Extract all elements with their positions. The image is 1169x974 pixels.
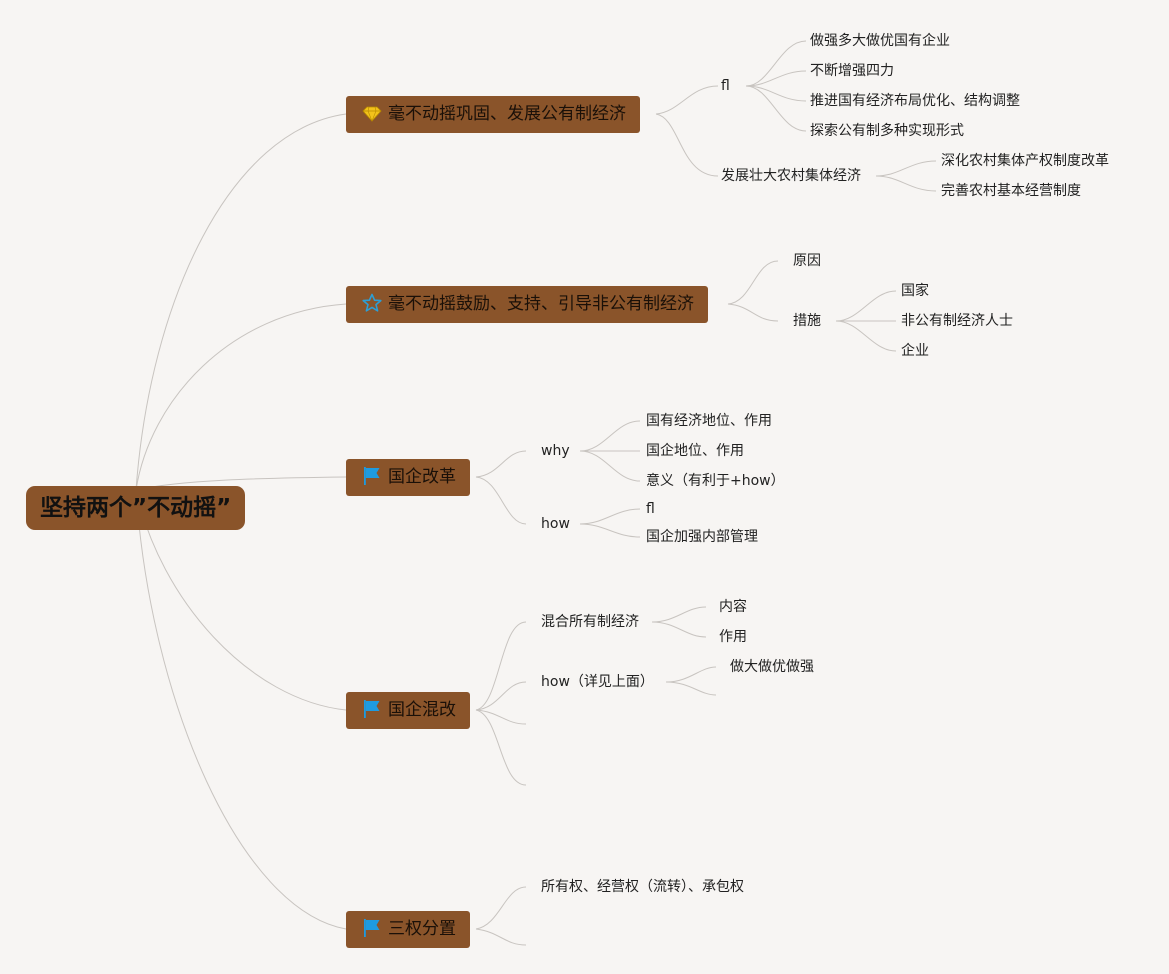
link-root-b3 (135, 489, 347, 711)
topic-nonpublic-people[interactable]: 非公有制经济人士 (901, 313, 1013, 329)
star-icon (362, 293, 382, 313)
link-fl-3 (745, 85, 807, 102)
link-rural-1 (875, 160, 937, 177)
link-b2-why (475, 450, 527, 478)
link-fl-1 (745, 40, 807, 87)
topic-how-see-above[interactable]: how（详见上面） (541, 674, 654, 690)
topic-rural-collective[interactable]: 发展壮大农村集体经济 (721, 168, 861, 184)
topic-three-rights[interactable]: 所有权、经营权（流转）、承包权 (541, 879, 744, 895)
link-b3-mixed (475, 621, 527, 711)
topic-significance[interactable]: 意义（有利于+how） (646, 473, 785, 489)
link-b1-reason (727, 260, 779, 305)
topic-reason[interactable]: 原因 (793, 253, 821, 269)
link-root-b4 (135, 489, 347, 930)
topic-state-enterprise[interactable]: 做强多大做优国有企业 (810, 33, 950, 49)
link-why-3 (579, 450, 641, 482)
branch-label: 毫不动摇巩固、发展公有制经济 (388, 104, 626, 124)
topic-rural-management[interactable]: 完善农村基本经营制度 (941, 183, 1081, 199)
link-root-b0 (135, 113, 347, 491)
link-b0-rural (655, 113, 719, 177)
link-how-1 (579, 508, 641, 525)
branch-public-economy[interactable]: 毫不动摇巩固、发展公有制经济 (346, 96, 640, 133)
topic-bigger-better-stronger[interactable]: 做大做优做强 (730, 659, 814, 675)
link-why-1 (579, 420, 641, 452)
branch-soe-reform[interactable]: 国企改革 (346, 459, 470, 496)
topic-measures[interactable]: 措施 (793, 313, 821, 329)
topic-internal-management[interactable]: 国企加强内部管理 (646, 529, 758, 545)
link-b3-empty1 (475, 709, 527, 725)
topic-content[interactable]: 内容 (719, 599, 747, 615)
branch-three-rights-separation[interactable]: 三权分置 (346, 911, 470, 948)
topic-four-powers[interactable]: 不断增强四力 (810, 63, 894, 79)
link-rural-2 (875, 175, 937, 192)
link-fl-2 (745, 70, 807, 87)
root-node[interactable]: 坚持两个”不动摇” (26, 486, 246, 530)
flag-icon (362, 466, 382, 486)
topic-mixed-ownership[interactable]: 混合所有制经济 (541, 614, 639, 630)
topic-function[interactable]: 作用 (719, 629, 747, 645)
branch-label: 毫不动摇鼓励、支持、引导非公有制经济 (388, 294, 694, 314)
flag-icon (362, 699, 382, 719)
branch-mixed-ownership-reform[interactable]: 国企混改 (346, 692, 470, 729)
link-measure-3 (835, 320, 897, 352)
topic-fl[interactable]: fl (721, 78, 730, 94)
topic-how-fl[interactable]: fl (646, 501, 655, 517)
branch-label: 三权分置 (388, 919, 456, 939)
link-b3-empty2 (475, 709, 527, 786)
diamond-icon (362, 103, 382, 123)
topic-public-forms[interactable]: 探索公有制多种实现形式 (810, 123, 964, 139)
link-b0-fl (655, 85, 719, 115)
link-how3-1 (665, 666, 717, 683)
topic-how[interactable]: how (541, 516, 570, 532)
flag-icon (362, 918, 382, 938)
link-how3-2 (665, 681, 717, 696)
link-how-2 (579, 523, 641, 538)
topic-state[interactable]: 国家 (901, 283, 929, 299)
topic-why[interactable]: why (541, 443, 570, 459)
link-b1-measure (727, 303, 779, 322)
link-root-b1 (135, 303, 347, 491)
link-measure-1 (835, 290, 897, 322)
link-b3-how (475, 681, 527, 711)
topic-property-reform[interactable]: 深化农村集体产权制度改革 (941, 153, 1109, 169)
link-mixed-1 (651, 606, 707, 623)
topic-soe-role[interactable]: 国企地位、作用 (646, 443, 744, 459)
link-b4-empty (475, 928, 527, 946)
topic-enterprise[interactable]: 企业 (901, 343, 929, 359)
link-b4-rights (475, 886, 527, 930)
topic-layout-optimization[interactable]: 推进国有经济布局优化、结构调整 (810, 93, 1020, 109)
branch-label: 国企改革 (388, 467, 456, 487)
topic-state-economy-role[interactable]: 国有经济地位、作用 (646, 413, 772, 429)
link-b2-how (475, 476, 527, 525)
branch-label: 国企混改 (388, 700, 456, 720)
link-mixed-2 (651, 621, 707, 638)
branch-nonpublic-economy[interactable]: 毫不动摇鼓励、支持、引导非公有制经济 (346, 286, 708, 323)
link-fl-4 (745, 85, 807, 132)
